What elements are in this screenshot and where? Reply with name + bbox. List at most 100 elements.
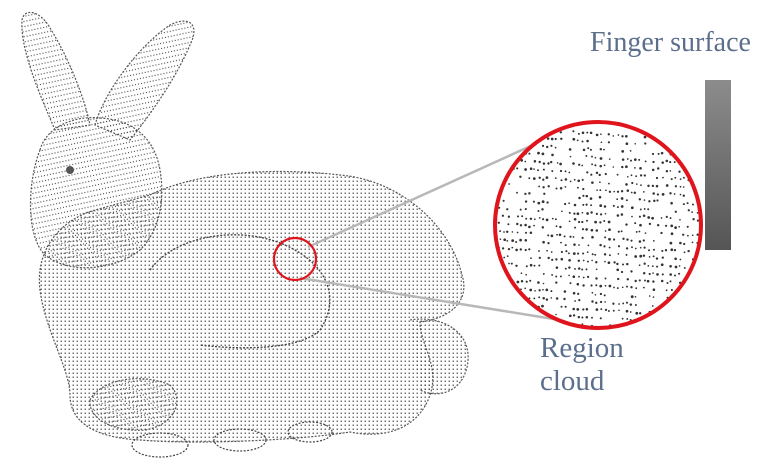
zoom-point (608, 228, 611, 231)
zoom-point (652, 192, 655, 195)
zoom-point (511, 128, 513, 130)
zoom-point (679, 299, 681, 301)
zoom-point (617, 214, 620, 217)
zoom-point (519, 239, 522, 242)
zoom-point (595, 294, 597, 296)
zoom-point (528, 177, 530, 179)
zoom-point (679, 313, 682, 316)
zoom-point (675, 211, 677, 213)
zoom-point (556, 266, 559, 269)
zoom-point (656, 266, 658, 268)
zoom-point (647, 208, 649, 210)
zoom-point (631, 174, 633, 176)
zoom-point (605, 278, 607, 280)
zoom-point (665, 225, 667, 227)
zoom-point (647, 185, 649, 187)
zoom-point (644, 247, 646, 249)
zoom-point (696, 275, 698, 277)
zoom-point (674, 226, 677, 229)
zoom-point (564, 290, 567, 293)
zoom-point (635, 335, 638, 338)
bunny-head (30, 118, 161, 268)
zoom-point (582, 188, 584, 190)
zoom-point (692, 299, 695, 302)
zoom-point (679, 219, 681, 221)
zoom-point (583, 260, 585, 262)
zoom-point (555, 281, 557, 283)
zoom-point (556, 188, 558, 190)
zoom-point (528, 226, 531, 229)
zoom-point (526, 128, 528, 130)
zoom-point (515, 265, 517, 267)
zoom-point (653, 249, 655, 251)
zoom-point (533, 297, 535, 299)
zoom-point (591, 300, 593, 302)
zoom-point (494, 271, 496, 273)
zoom-point (683, 243, 685, 245)
zoom-point (494, 143, 496, 145)
zoom-point (678, 153, 681, 156)
zoom-point (578, 260, 580, 262)
zoom-point (499, 230, 501, 232)
zoom-point (648, 249, 650, 251)
zoom-point (587, 261, 589, 263)
zoom-point (657, 167, 659, 169)
region-cloud-label-line2: cloud (540, 366, 604, 398)
zoom-point (530, 167, 533, 170)
zoom-point (512, 231, 514, 233)
zoom-point (542, 226, 544, 228)
zoom-point (590, 211, 592, 213)
zoom-point (661, 280, 664, 283)
zoom-point (528, 305, 530, 307)
zoom-point (660, 337, 662, 339)
zoom-point (600, 157, 603, 160)
zoom-point (565, 306, 567, 308)
zoom-point (670, 280, 672, 282)
zoom-point (613, 205, 615, 207)
zoom-point (697, 220, 699, 222)
bunny-point-cloud (22, 12, 468, 457)
zoom-point (574, 179, 576, 181)
zoom-point (538, 250, 540, 252)
zoom-point (502, 134, 504, 136)
zoom-point (596, 134, 599, 137)
zoom-point (679, 265, 681, 267)
zoom-point (525, 232, 527, 234)
zoom-point (604, 253, 606, 255)
zoom-point (582, 204, 584, 206)
zoom-point (503, 238, 506, 241)
zoom-point (609, 191, 611, 193)
zoom-point (618, 303, 620, 305)
zoom-point (691, 211, 693, 213)
zoom-point (506, 320, 508, 322)
zoom-point (539, 322, 541, 324)
zoom-point (577, 179, 580, 182)
zoom-point (555, 147, 557, 149)
zoom-point (600, 213, 602, 215)
zoom-point (649, 337, 651, 339)
zoom-point (661, 161, 664, 164)
zoom-point (495, 175, 497, 177)
zoom-point (542, 179, 544, 181)
zoom-point (498, 167, 500, 169)
zoom-point (534, 160, 537, 163)
zoom-point (600, 317, 602, 319)
zoom-point (692, 218, 694, 220)
zoom-point (666, 336, 668, 338)
zoom-point (604, 205, 607, 208)
zoom-point (511, 247, 513, 249)
zoom-point (555, 218, 557, 220)
zoom-point (595, 277, 597, 279)
zoom-point (507, 255, 509, 257)
zoom-point (701, 155, 703, 157)
zoom-point (577, 253, 579, 255)
zoom-point (635, 312, 638, 315)
zoom-point (652, 153, 654, 155)
zoom-point (684, 267, 686, 269)
zoom-point (652, 305, 654, 307)
zoom-point (582, 284, 584, 286)
zoom-point (585, 155, 587, 157)
zoom-point (688, 338, 690, 340)
zoom-point (626, 142, 629, 145)
zoom-point (533, 329, 535, 331)
